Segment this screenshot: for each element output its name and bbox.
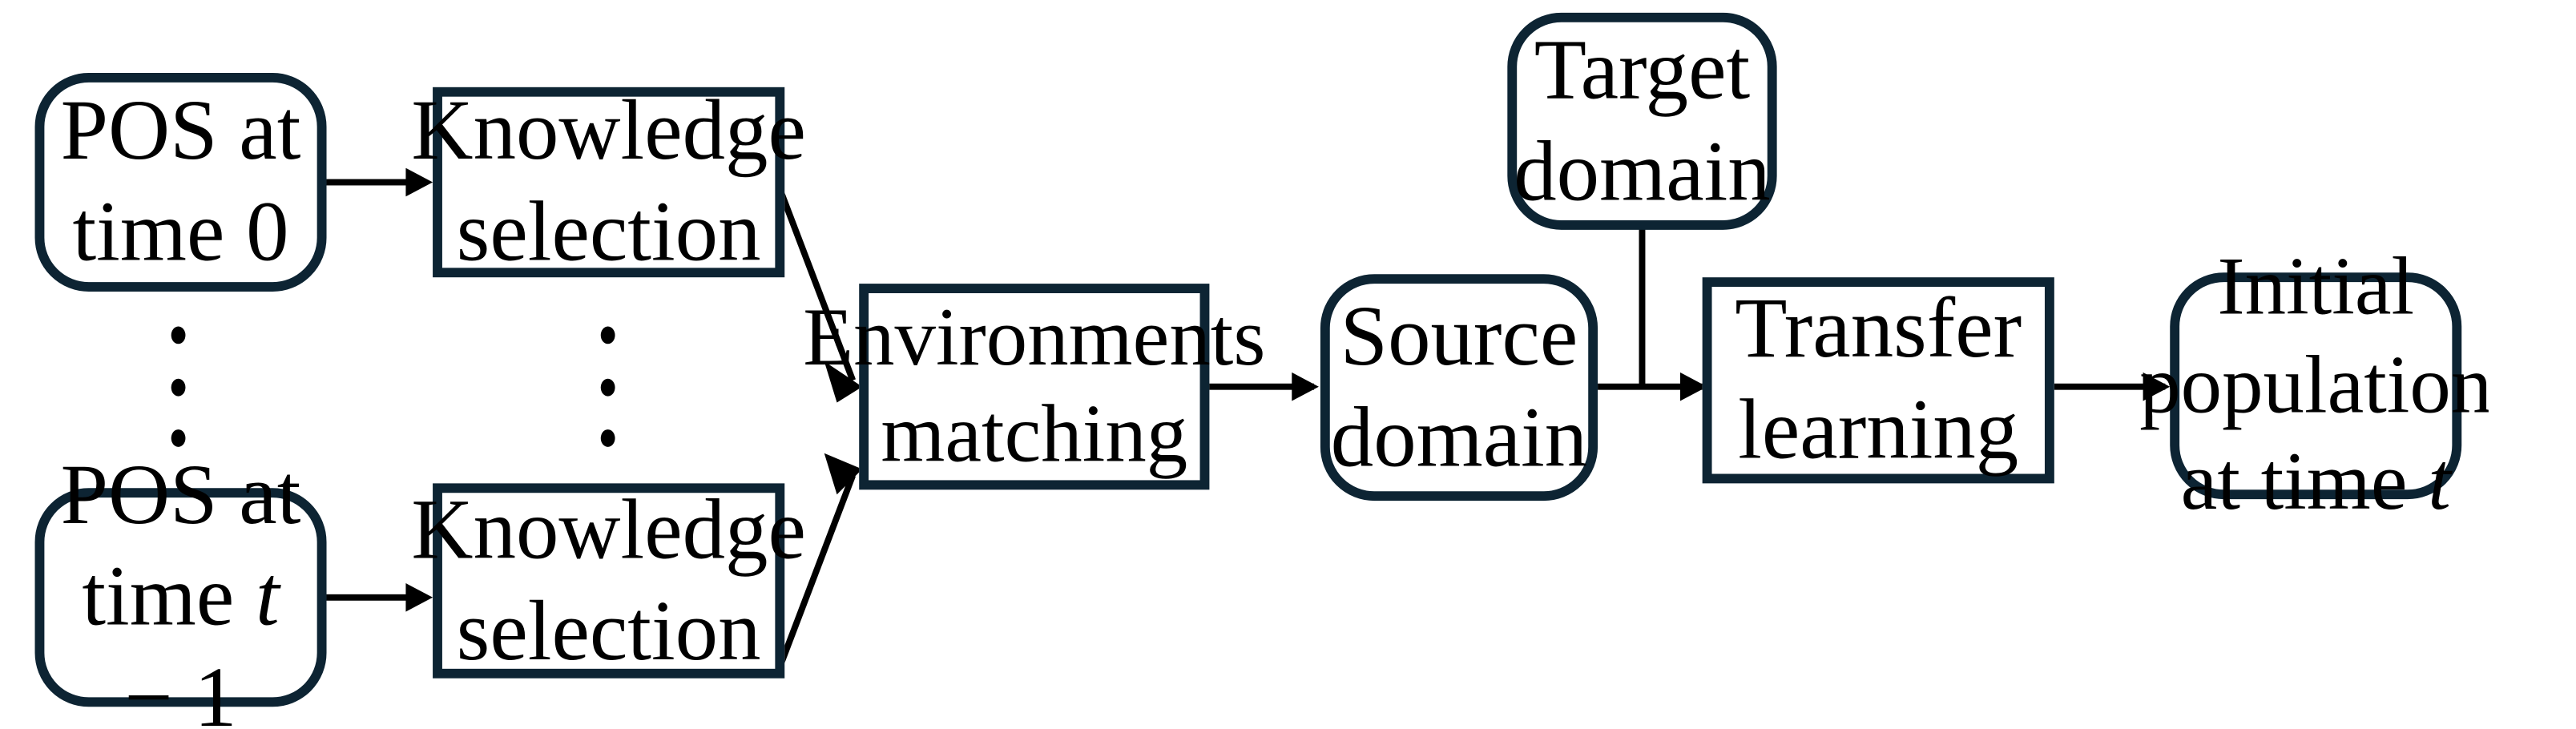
vertical-ellipsis-icon-pos-column <box>168 326 187 447</box>
arrowhead-icon-transfer-to-initial-population <box>2143 372 2171 401</box>
node-pos-at-time-t-minus-1-line1: POS at <box>60 447 301 543</box>
node-pos-at-time-0-line2: time 0 <box>72 183 289 280</box>
node-knowledge-selection-top-line1: Knowledge <box>411 83 806 179</box>
node-initial-population-line2: population <box>2139 340 2489 431</box>
node-initial-population-variable: t <box>2428 437 2451 529</box>
node-target-domain-line1: Target <box>1534 22 1751 117</box>
node-initial-population-line3-prefix: at time <box>2180 437 2429 529</box>
edge-line-lower-diagonal <box>773 474 857 677</box>
node-initial-population-line1: Initial <box>2217 243 2415 334</box>
arrowhead-icon-pos0-to-knowledge-top <box>405 167 433 197</box>
ellipsis-dot <box>599 326 615 344</box>
edge-post1-to-knowledge-bottom <box>326 594 425 601</box>
node-source-domain-line2: domain <box>1330 389 1588 485</box>
arrowhead-icon-post1-to-knowledge-bottom <box>405 583 433 612</box>
node-pos-at-time-t-minus-1-line2-prefix: time <box>82 548 256 644</box>
edge-transfer-learning-to-initial-population <box>2054 383 2166 390</box>
ellipsis-dot <box>170 429 185 447</box>
edge-source-domain-to-transfer-learning <box>1598 383 1709 390</box>
node-environments-matching-line2: matching <box>881 389 1188 481</box>
edge-pos0-to-knowledge-top <box>326 179 425 186</box>
node-knowledge-selection-bottom-line2: selection <box>456 582 761 678</box>
ellipsis-dot <box>599 377 615 396</box>
node-target-domain-line2: domain <box>1514 123 1771 219</box>
node-source-domain-line1: Source <box>1340 288 1578 384</box>
vertical-ellipsis-icon-knowledge-column <box>598 326 617 447</box>
ellipsis-dot <box>170 326 185 344</box>
edge-knowledge-top-to-environments-matching <box>773 179 863 403</box>
node-pos-at-time-t-minus-1-variable: t <box>255 548 280 644</box>
node-transfer-learning-line1: Transfer <box>1735 280 2022 377</box>
ellipsis-dot <box>599 429 615 447</box>
node-pos-at-time-0-line1: POS at <box>60 83 301 179</box>
node-knowledge-selection-bottom-line1: Knowledge <box>411 481 806 577</box>
node-environments-matching-line1: Environments <box>803 292 1266 384</box>
edge-knowledge-bottom-to-environments-matching <box>773 453 863 677</box>
node-transfer-learning-line2: learning <box>1738 381 2019 477</box>
edge-line-upper-diagonal <box>773 179 857 382</box>
node-pos-at-time-t-minus-1-line2-suffix: − 1 <box>124 649 237 729</box>
edge-environments-matching-to-source-domain <box>1209 383 1314 390</box>
ellipsis-dot <box>170 377 185 396</box>
node-knowledge-selection-top-line2: selection <box>456 183 761 280</box>
edge-target-domain-dropline <box>1639 226 1646 387</box>
arrowhead-icon-environments-to-source <box>1292 372 1319 401</box>
